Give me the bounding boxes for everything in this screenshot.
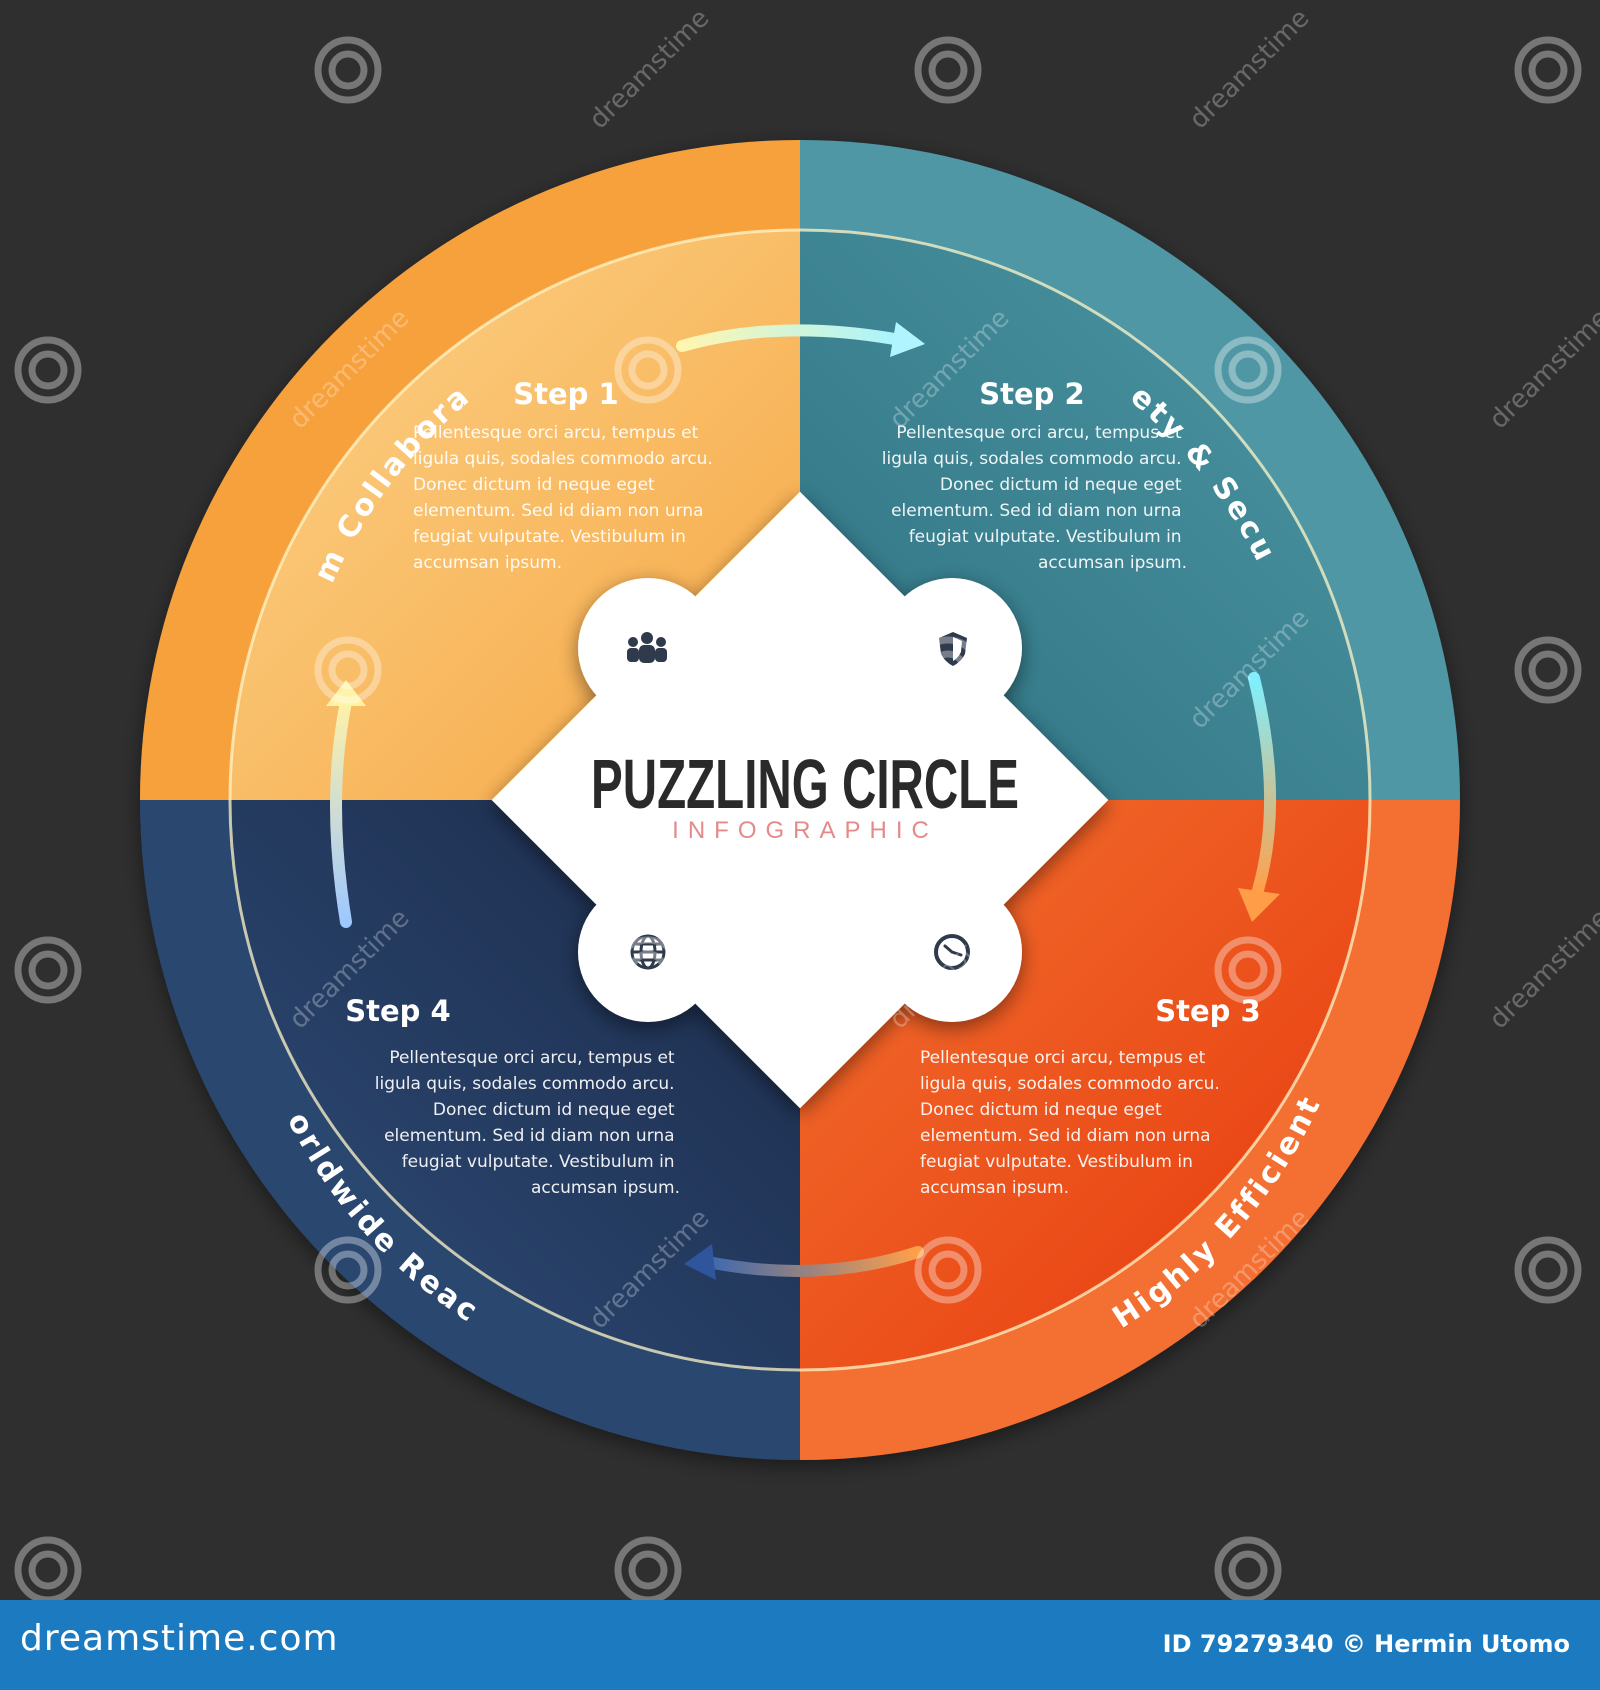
arrow-step1-to-step2-head: [890, 322, 925, 357]
watermark-text: dreamstime: [1184, 3, 1316, 135]
watermark-text: dreamstime: [1484, 903, 1600, 1035]
flow-arrows: [326, 322, 1280, 1280]
center-subtitle: INFOGRAPHIC: [672, 817, 938, 844]
footer-site-logo: dreamstime.com: [20, 1618, 339, 1659]
watermark-spiral: [314, 1236, 382, 1304]
step-2-title: Step 2: [979, 377, 1084, 411]
arrow-step3-to-step4: [702, 1246, 924, 1277]
watermark-spiral: [1214, 1536, 1282, 1600]
inner-rim-line: [228, 228, 1372, 1372]
watermark-text: dreamstime: [1484, 303, 1600, 435]
step-3-title: Step 3: [1155, 994, 1260, 1028]
watermark-footer: dreamstime.com ID 79279340 © Hermin Utom…: [0, 1600, 1600, 1690]
watermark-spiral: [14, 936, 82, 1004]
arrow-step4-to-step1-head: [326, 680, 366, 706]
watermark-spiral: [914, 636, 982, 704]
watermark-spiral: [1514, 1236, 1582, 1304]
step-2-body: Pellentesque orci arcu, tempus et ligula…: [882, 423, 1187, 573]
watermark-spiral: [314, 36, 382, 104]
watermark-spiral: [614, 936, 682, 1004]
watermark-spiral: [614, 336, 682, 404]
watermark-spiral: [14, 336, 82, 404]
center-title: PUZZLING CIRCLE: [591, 745, 1019, 823]
watermark-spiral: [914, 1236, 982, 1304]
team-icon: [627, 632, 667, 663]
puzzling-circle-diagram: PUZZLING CIRCLE INFOGRAPHIC Step 1 Step …: [0, 0, 1600, 1600]
arrow-step4-to-step1: [330, 696, 352, 928]
watermark-spiral: [314, 636, 382, 704]
watermark-spiral: [914, 36, 982, 104]
globe-icon: [630, 934, 666, 970]
watermark-spiral: [1214, 336, 1282, 404]
step-3-body: Pellentesque orci arcu, tempus et ligula…: [920, 1048, 1225, 1198]
arrow-step2-to-step3-head: [1238, 888, 1280, 922]
footer-image-credit: ID 79279340 © Hermin Utomo: [1162, 1630, 1570, 1658]
shield-icon: [939, 632, 967, 666]
clock-icon: [934, 934, 970, 970]
step-4-title: Step 4: [345, 994, 450, 1028]
watermark-spirals: [14, 36, 1582, 1600]
watermark-spiral: [1514, 36, 1582, 104]
watermark-spiral: [1214, 936, 1282, 1004]
watermark-spiral: [614, 1536, 682, 1600]
step-4-body: Pellentesque orci arcu, tempus et ligula…: [375, 1048, 680, 1198]
arrow-step3-to-step4-head: [684, 1244, 716, 1280]
arrow-step1-to-step2: [676, 324, 906, 352]
watermark-spiral: [1514, 636, 1582, 704]
watermark-spiral: [14, 1536, 82, 1600]
watermark-text: dreamstime: [584, 3, 716, 135]
step-1-title: Step 1: [513, 377, 618, 411]
step-1-body: Pellentesque orci arcu, tempus et ligula…: [413, 423, 718, 573]
arrow-step2-to-step3: [1248, 672, 1277, 896]
